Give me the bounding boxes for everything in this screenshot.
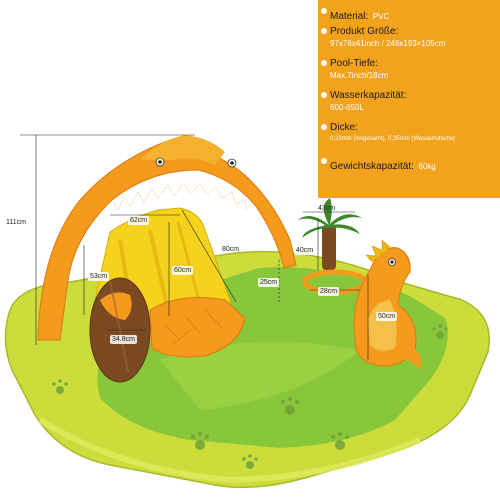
bullet-icon [321,124,327,130]
bullet-icon [321,92,327,98]
spec-capacity: Wasserkapazität: 600-650L [321,90,496,112]
spec-depth: Pool-Tiefe: Max.7inch/18cm [321,58,496,80]
dim-slide-width: 62cm [128,216,150,225]
dim-ring-diameter: 28cm [318,287,340,296]
dim-height-total: 111cm [6,219,26,226]
spec-weight-label: Gewichtskapazität: [330,161,414,172]
spec-thickness-value: 0,23mm (insgesamt), 0,35mm (Wasserrutsch… [330,136,456,142]
dim-palm-height: 40cm [294,246,316,255]
spec-weight-value: 60kg [418,162,436,171]
bullet-icon [321,28,327,34]
spec-capacity-label: Wasserkapazität: [330,90,407,101]
paw-prints [52,324,448,469]
spec-material-label: Material: [330,11,369,22]
spec-size-value: 97x76x41inch / 246x193×105cm [330,39,446,48]
spec-depth-value: Max.7inch/18cm [330,71,389,80]
rim-front-band [38,417,422,484]
dim-dino-height: 50cm [376,312,398,321]
dino-tail [402,345,422,370]
spec-size-label: Produkt Größe: [330,26,399,37]
dim-wall-height: 25cm [258,278,280,287]
spec-thickness-label: Dicke: [330,122,358,133]
bullet-icon [321,60,327,66]
water-highlight [160,342,360,410]
arch [37,139,297,341]
spec-depth-label: Pool-Tiefe: [330,58,378,69]
dino-spikes [365,239,391,263]
dim-palm-width: 43cm [318,205,336,212]
cushion-quilting [164,309,223,346]
arch-head [140,135,225,165]
spec-material-value: PVC [372,12,390,21]
dim-side-height: 53cm [88,272,110,281]
spec-material: Material: PVC [321,6,496,24]
dim-trunk-width: 34.8cm [110,335,137,344]
spec-capacity-value: 600-650L [330,103,364,112]
slide-cushion [149,297,246,358]
bullet-icon [321,8,327,14]
spec-thickness: Dicke: 0,23mm (insgesamt), 0,35mm (Wasse… [321,122,496,142]
bullet-icon [321,158,327,164]
spec-size: Produkt Größe: 97x76x41inch / 246x193×10… [321,26,496,48]
dim-slide-height: 60cm [172,266,194,275]
dim-slide-length: 80cm [222,246,240,253]
palm-trunk [322,225,336,270]
arch-teeth [111,182,248,211]
spec-weight: Gewichtskapazität: 60kg [321,156,496,174]
palm-leaves [298,198,362,238]
spec-panel: Material: PVC Produkt Größe: 97x76x41inc… [318,0,500,198]
dimension-lines [20,134,369,360]
